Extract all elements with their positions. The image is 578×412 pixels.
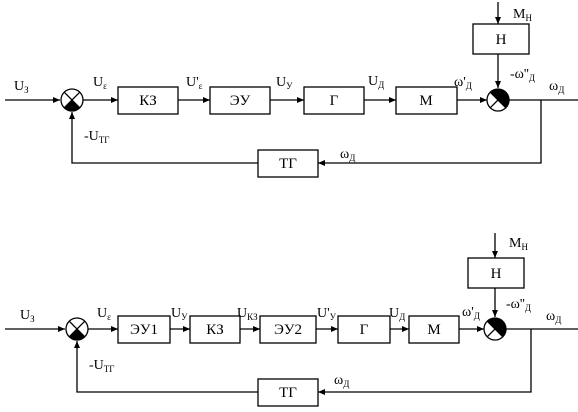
block-kz-label: КЗ [206,322,224,338]
block-tg [257,378,319,407]
block-kz [117,86,179,115]
block-h [472,23,530,55]
signal-omega-d-prime: ω'Д [454,75,472,91]
signal-omega-feedback: ωД [340,147,355,163]
block-eu-label: ЭУ [230,93,251,109]
block-g-label: Г [330,93,339,109]
diagram-1: КЗ ЭУ Г М Н ТГ UЗ Uε U'ε UУ UД МН ω'Д -ω… [5,2,578,178]
block-m [395,86,458,115]
block-tg-label: ТГ [279,156,297,172]
signal-mn: МН [513,7,532,23]
block-m-label: М [419,93,432,109]
block-tg [257,149,319,178]
block-eu2 [259,315,317,344]
signal-omega-d-prime: ω'Д [462,305,480,321]
signal-ud: UД [389,306,405,322]
block-m-label: М [427,322,440,338]
block-g-label: Г [360,322,369,338]
signal-omega-out: ωД [546,309,561,325]
signal-u3: UЗ [14,79,29,95]
block-eu2-label: ЭУ2 [274,322,302,338]
block-kz-label: КЗ [139,93,157,109]
summing-junction-2 [483,317,507,341]
signal-minus-omega-dd: -ω''Д [506,297,531,313]
block-h-label: Н [496,32,507,48]
block-g [303,86,365,115]
summing-junction-2 [486,88,510,112]
signal-ue-prime: U'ε [186,75,203,91]
block-eu1 [117,315,171,344]
signal-minus-utg: -UТГ [84,129,109,145]
diagram-2: ЭУ1 КЗ ЭУ2 Г М Н ТГ UЗ Uε UУ UКЗ U'У UД … [5,233,578,407]
signal-ue: Uε [93,75,107,91]
signal-ue: Uε [97,306,111,322]
signal-omega-out: ωД [549,79,564,95]
signal-ukz: UКЗ [237,306,258,322]
block-h-label: Н [491,266,502,282]
block-kz [189,315,241,344]
block-tg-label: ТГ [279,385,297,401]
signal-mn: МН [509,236,528,252]
signal-omega-feedback: ωД [334,373,349,389]
block-eu [209,86,271,115]
summing-junction-1 [60,88,84,112]
signal-uy: UУ [276,75,293,91]
signal-u3: UЗ [20,308,35,324]
block-eu1-label: ЭУ1 [130,322,158,338]
summing-junction-1 [65,317,89,341]
signal-uy-prime: U'У [317,306,337,322]
signal-uy: UУ [171,306,188,322]
signal-ud: UД [368,74,384,90]
block-g [337,315,391,344]
signal-minus-omega-dd: -ω''Д [510,67,535,83]
signal-minus-utg: -UТГ [89,358,114,374]
block-h [467,257,525,289]
